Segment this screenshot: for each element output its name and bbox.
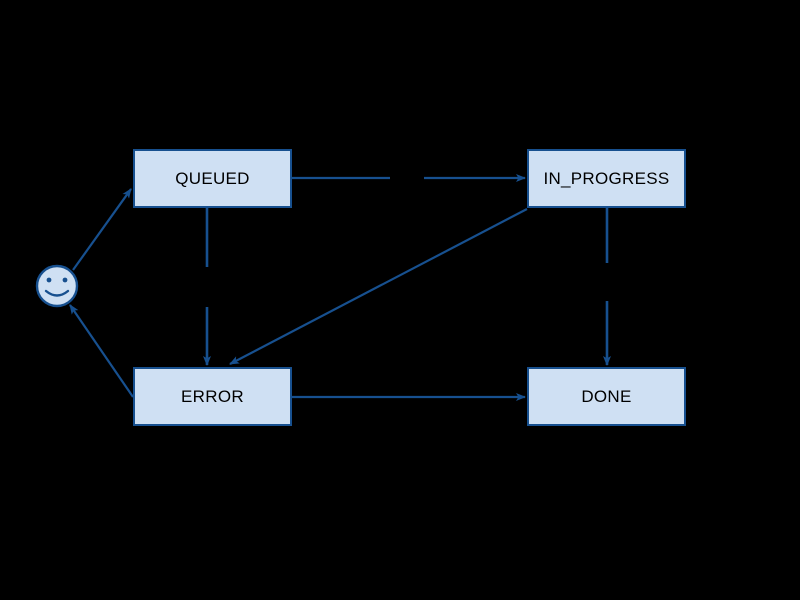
state-node-done[interactable]: DONE [527, 367, 686, 426]
smiley-face-icon [35, 264, 79, 308]
edge-in-progress-to-error [229, 208, 528, 365]
start-state-node[interactable] [35, 264, 79, 308]
smiley-mouth-icon [44, 289, 70, 297]
state-node-in-progress[interactable]: IN_PROGRESS [527, 149, 686, 208]
state-node-queued-label: QUEUED [175, 168, 250, 188]
edge-label-in-progress-to-done: finish [601, 263, 615, 301]
state-node-queued[interactable]: QUEUED [133, 149, 292, 208]
smiley-eye-left-icon [46, 277, 52, 283]
edge-start-to-queued [72, 188, 132, 271]
state-node-error-label: ERROR [181, 386, 244, 406]
smiley-eye-right-icon [62, 277, 68, 283]
state-node-error[interactable]: ERROR [133, 367, 292, 426]
state-node-done-label: DONE [581, 386, 632, 406]
edge-label-queued-to-in-progress: start [390, 171, 424, 185]
edge-error-to-start [69, 304, 134, 398]
state-node-in-progress-label: IN_PROGRESS [543, 168, 670, 188]
edge-label-queued-to-error: fail [201, 267, 215, 307]
